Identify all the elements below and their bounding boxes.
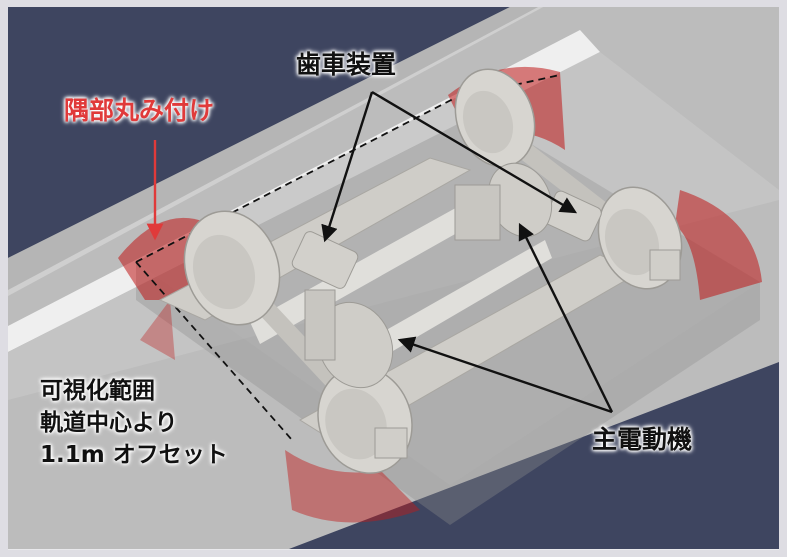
rear-axlebox: [649, 249, 681, 281]
front-wheel-left-hub: [192, 234, 256, 310]
gear-unit-label: 歯車装置: [296, 50, 397, 79]
region-outline-left: [135, 261, 293, 441]
front-axlebox: [374, 427, 408, 459]
motor-arrow-1: [397, 336, 613, 414]
visualization-range-line-2: 軌道中心より: [40, 410, 178, 437]
front-wheel-right-hub: [325, 388, 387, 460]
region-side-face: [450, 282, 760, 525]
rail-edge-highlight: [8, 6, 545, 296]
corner-red-right: [675, 190, 762, 300]
corner-red-left-lower: [140, 300, 175, 360]
traction-motor-label: 主電動機: [592, 425, 693, 454]
gear-arrow-2: [371, 90, 578, 214]
visualization-range-label: 可視化範囲 軌道中心より 1.1m オフセット: [40, 375, 228, 472]
rear-motor-housing: [454, 184, 501, 241]
visualization-range-line-1: 可視化範囲: [40, 378, 155, 404]
visualization-region: [136, 98, 760, 485]
rear-wheel-right-hub: [604, 208, 660, 276]
corner-red-bottom: [285, 450, 420, 523]
front-motor-shaft: [304, 289, 336, 361]
motor-arrow-2: [518, 222, 614, 413]
visualization-range-line-3: 1.1m オフセット: [40, 442, 228, 469]
rear-wheel-left-hub: [462, 90, 514, 154]
gear-arrow-1: [321, 91, 374, 243]
corner-rounding-label: 隅部丸み付け: [64, 96, 215, 125]
